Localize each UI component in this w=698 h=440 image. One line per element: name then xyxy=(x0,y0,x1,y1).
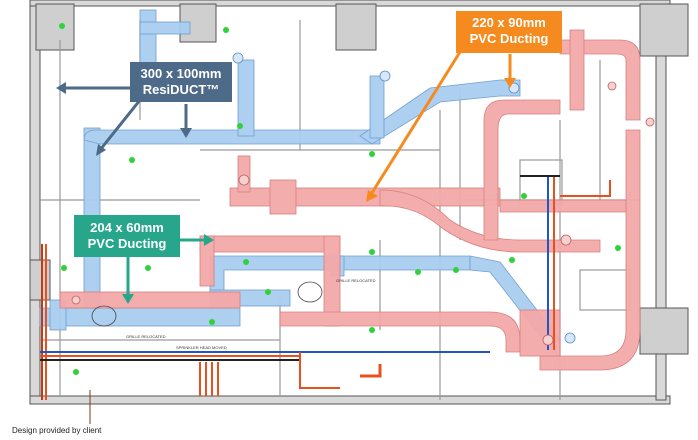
callout-arrowheads xyxy=(56,78,516,304)
grille-relocated-note-1: GRILLE RELOCATED xyxy=(336,278,376,283)
residuct-callout: 300 x 100mm ResiDUCT™ xyxy=(130,62,232,102)
revision-clouds xyxy=(91,281,323,327)
residuct-size: 300 x 100mm xyxy=(140,66,222,81)
pvc-204-size: 204 x 60mm xyxy=(90,220,164,235)
pvc-204-callout: 204 x 60mm PVC Ducting xyxy=(74,215,180,257)
pvc-220-name: PVC Ducting xyxy=(469,30,549,46)
pvc-network xyxy=(59,29,641,371)
pvc-220-size: 220 x 90mm xyxy=(472,15,546,30)
pvc-220-callout: 220 x 90mm PVC Ducting xyxy=(456,11,562,53)
diffuser-symbols xyxy=(71,81,655,346)
pvc-204-name: PVC Ducting xyxy=(87,235,167,251)
service-pipes xyxy=(40,175,611,400)
callout-arrows xyxy=(64,51,512,296)
sprinkler-head-note: SPRINKLER HEAD MOVED xyxy=(176,345,227,350)
design-credit: Design provided by client xyxy=(12,426,102,435)
ventilation-grilles xyxy=(59,23,621,375)
grille-relocated-note-2: GRILLE RELOCATED xyxy=(126,334,166,339)
residuct-name: ResiDUCT™ xyxy=(142,81,220,97)
